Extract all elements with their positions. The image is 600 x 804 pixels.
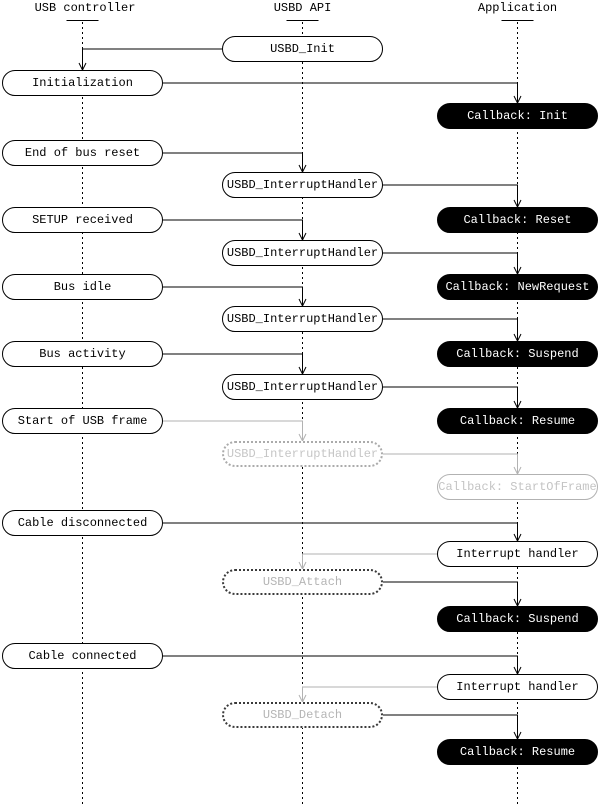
node-callback-startofframe: Callback: StartOfFrame [437, 474, 598, 500]
node-usbd-interrupthandler-2: USBD_InterruptHandler [222, 240, 383, 266]
column-header-usb-controller: USB controller [34, 1, 136, 15]
column-header-usbd-api: USBD API [273, 1, 332, 15]
connector-interrupthandler-to-usbdattach [298, 553, 437, 571]
node-callback-suspend: Callback: Suspend [437, 341, 598, 367]
node-usbd-interrupthandler-4: USBD_InterruptHandler [222, 374, 383, 400]
connector-ih4-to-callback-resume [383, 386, 522, 410]
connector-cabledisconnected-to-interrupthandler [163, 522, 522, 543]
connector-ih3-to-callback-suspend [383, 318, 522, 343]
node-bus-idle: Bus idle [2, 274, 163, 300]
node-usbd-attach: USBD_Attach [222, 569, 383, 595]
node-usbd-interrupthandler-3: USBD_InterruptHandler [222, 306, 383, 332]
node-usbd-init: USBD_Init [222, 36, 383, 62]
node-callback-reset: Callback: Reset [437, 207, 598, 233]
connector-interrupthandler2-to-usbddetach [298, 686, 437, 704]
node-start-of-usb-frame: Start of USB frame [2, 408, 163, 434]
node-end-of-bus-reset: End of bus reset [2, 140, 163, 166]
node-interrupt-handler-1: Interrupt handler [437, 541, 598, 567]
connector-ih2-to-callback-newrequest [383, 252, 522, 276]
node-usbd-interrupthandler-1: USBD_InterruptHandler [222, 172, 383, 198]
node-cable-disconnected: Cable disconnected [2, 510, 163, 536]
node-usbd-detach: USBD_Detach [222, 702, 383, 728]
node-callback-init: Callback: Init [437, 103, 598, 129]
node-initialization: Initialization [2, 70, 163, 96]
node-setup-received: SETUP received [2, 207, 163, 233]
connector-busidle-to-ih3 [163, 286, 307, 308]
connector-ih1-to-callback-reset [383, 184, 522, 209]
connector-usbdinit-to-initialization [78, 48, 222, 72]
node-cable-connected: Cable connected [2, 643, 163, 669]
connector-setupreceived-to-ih2 [163, 219, 307, 242]
connector-usbdattach-to-callback-suspend2 [383, 581, 522, 608]
connector-busactivity-to-ih4 [163, 353, 307, 376]
connector-endofbusreset-to-ih1 [163, 152, 307, 174]
node-callback-newrequest: Callback: NewRequest [437, 274, 598, 300]
connector-usbddetach-to-callback-resume2 [383, 714, 522, 741]
connector-initialization-to-callback-init [163, 82, 522, 105]
node-usbd-interrupthandler-5: USBD_InterruptHandler [222, 441, 383, 467]
connector-startofusbframe-to-ih5 [163, 420, 307, 443]
connector-cableconnected-to-interrupthandler2 [163, 655, 522, 676]
node-callback-resume: Callback: Resume [437, 408, 598, 434]
node-interrupt-handler-2: Interrupt handler [437, 674, 598, 700]
node-callback-resume-2: Callback: Resume [437, 739, 598, 765]
node-callback-suspend-2: Callback: Suspend [437, 606, 598, 632]
connector-ih5-to-callback-startofframe [383, 453, 522, 476]
column-header-application: Application [477, 1, 558, 15]
node-bus-activity: Bus activity [2, 341, 163, 367]
